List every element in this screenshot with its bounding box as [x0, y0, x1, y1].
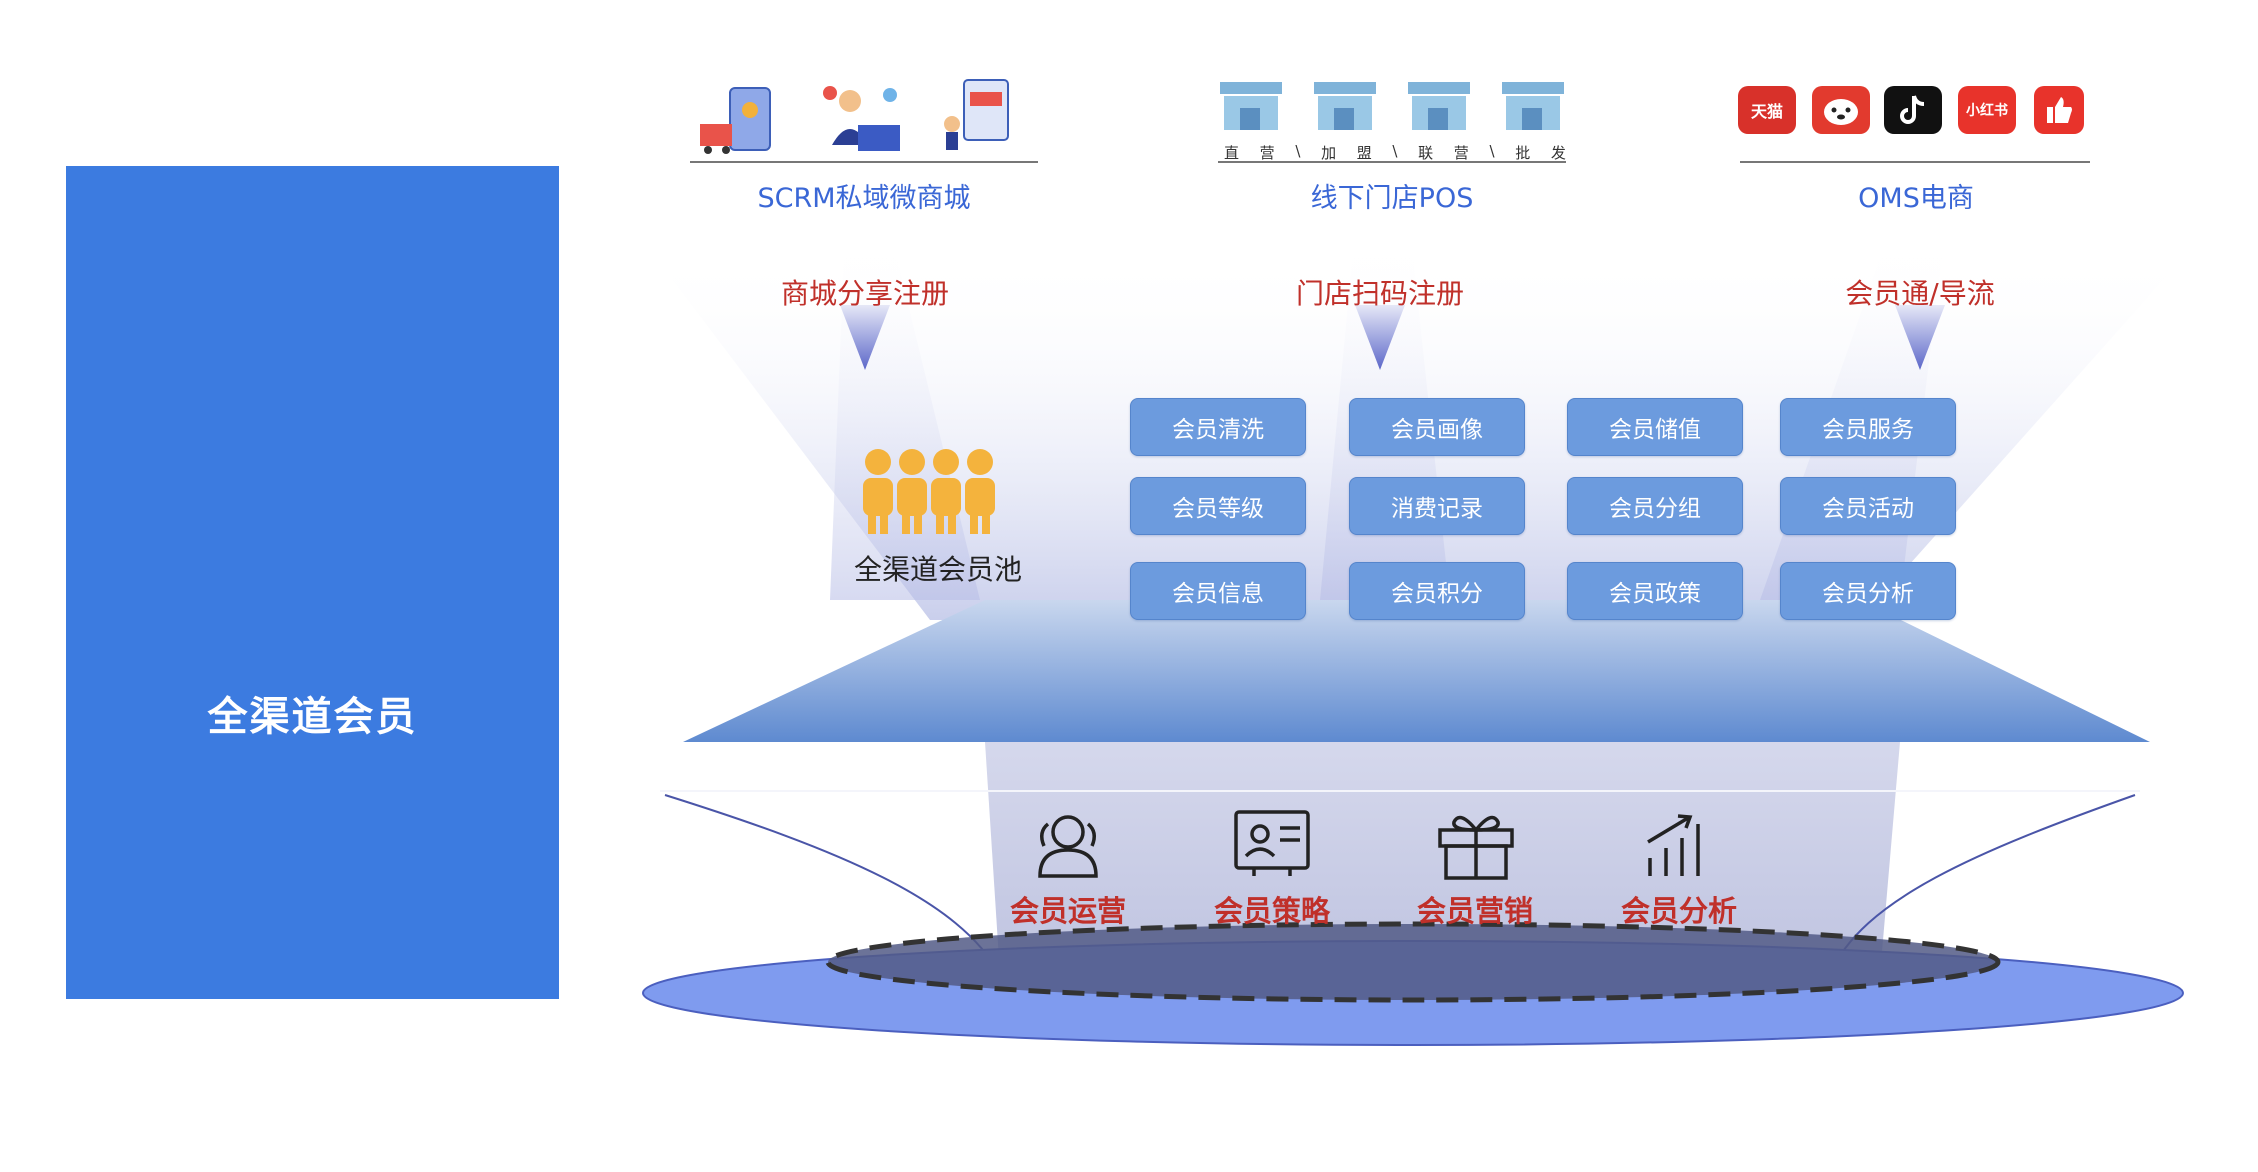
bottom-label-analysis: 会员分析 [1620, 894, 1737, 928]
tiktok-note-glyph [1900, 95, 1925, 124]
dashed-ring [825, 921, 2001, 1003]
function-member-policy[interactable]: 会员政策 [1567, 562, 1743, 620]
channel-separator: \ [1295, 142, 1301, 160]
function-member-service[interactable]: 会员服务 [1780, 398, 1956, 456]
channel-char: 发 [1550, 144, 1566, 162]
jd-icon [1812, 86, 1870, 134]
function-member-info[interactable]: 会员信息 [1130, 562, 1306, 620]
flow-label-scrm: 商城分享注册 [780, 277, 949, 310]
function-member-portrait[interactable]: 会员画像 [1349, 398, 1525, 456]
left-panel: 全渠道会员 [66, 166, 559, 999]
channel-separator: \ [1392, 142, 1398, 160]
function-member-level[interactable]: 会员等级 [1130, 477, 1306, 535]
bottom-label-operation: 会员运营 [1009, 894, 1126, 928]
jd-dog-glyph [1824, 99, 1858, 125]
source-title-oms: OMS电商 [1858, 183, 1974, 214]
tmall-icon: 天猫 [1738, 86, 1796, 134]
store-channel-tags: 直 营 \ 加 盟 \ 联 营 \ 批 发 [1224, 142, 1566, 163]
store-icons [1220, 82, 1564, 130]
left-panel-title: 全渠道会员 [207, 694, 418, 740]
people-icon [863, 449, 995, 534]
thumbs-up-glyph [2047, 97, 2072, 123]
channel-char: 批 [1515, 144, 1531, 162]
xiaohongshu-icon: 小红书 [1958, 86, 2016, 134]
inner-ellipse [828, 924, 1998, 1000]
scrm-illustration-1 [700, 87, 771, 154]
gift-icon [1438, 815, 1514, 880]
platform-trapezoid [683, 600, 2150, 742]
flow-label-pos: 门店扫码注册 [1295, 277, 1464, 310]
source-title-scrm: SCRM私域微商城 [757, 183, 971, 214]
divider [660, 790, 2140, 792]
xiaohongshu-label: 小红书 [1966, 103, 2008, 119]
tiktok-icon [1884, 86, 1942, 134]
function-member-analysis[interactable]: 会员分析 [1780, 562, 1956, 620]
bottom-label-marketing: 会员营销 [1416, 894, 1533, 928]
tmall-label: 天猫 [1750, 102, 1783, 121]
platform-column [985, 742, 1900, 975]
bar-chart-icon [1647, 814, 1700, 876]
users-icon [1038, 815, 1098, 878]
arrow-down-icon [1895, 305, 1945, 370]
arrow-down-icon [840, 305, 890, 370]
profile-card-icon [1234, 810, 1310, 876]
channel-separator: \ [1489, 142, 1495, 160]
flow-label-oms: 会员通/导流 [1845, 277, 1995, 310]
thumb-icon [2034, 86, 2084, 134]
arrow-down-icon [1355, 305, 1405, 370]
member-pool-label: 全渠道会员池 [853, 553, 1022, 586]
channel-char: 营 [1259, 144, 1275, 162]
channel-char: 联 [1418, 144, 1434, 162]
source-title-pos: 线下门店POS [1310, 183, 1474, 214]
function-member-stored-value[interactable]: 会员储值 [1567, 398, 1743, 456]
scrm-illustration-3 [944, 79, 1009, 150]
function-member-group[interactable]: 会员分组 [1567, 477, 1743, 535]
function-member-points[interactable]: 会员积分 [1349, 562, 1525, 620]
scrm-illustration-2 [823, 86, 900, 151]
channel-char: 加 [1321, 144, 1337, 162]
channel-char: 盟 [1356, 144, 1372, 162]
function-consumption-record[interactable]: 消费记录 [1349, 477, 1525, 535]
bottom-label-strategy: 会员策略 [1213, 894, 1330, 928]
function-member-activity[interactable]: 会员活动 [1780, 477, 1956, 535]
function-member-cleaning[interactable]: 会员清洗 [1130, 398, 1306, 456]
channel-char: 直 [1224, 144, 1240, 162]
channel-char: 营 [1453, 144, 1469, 162]
